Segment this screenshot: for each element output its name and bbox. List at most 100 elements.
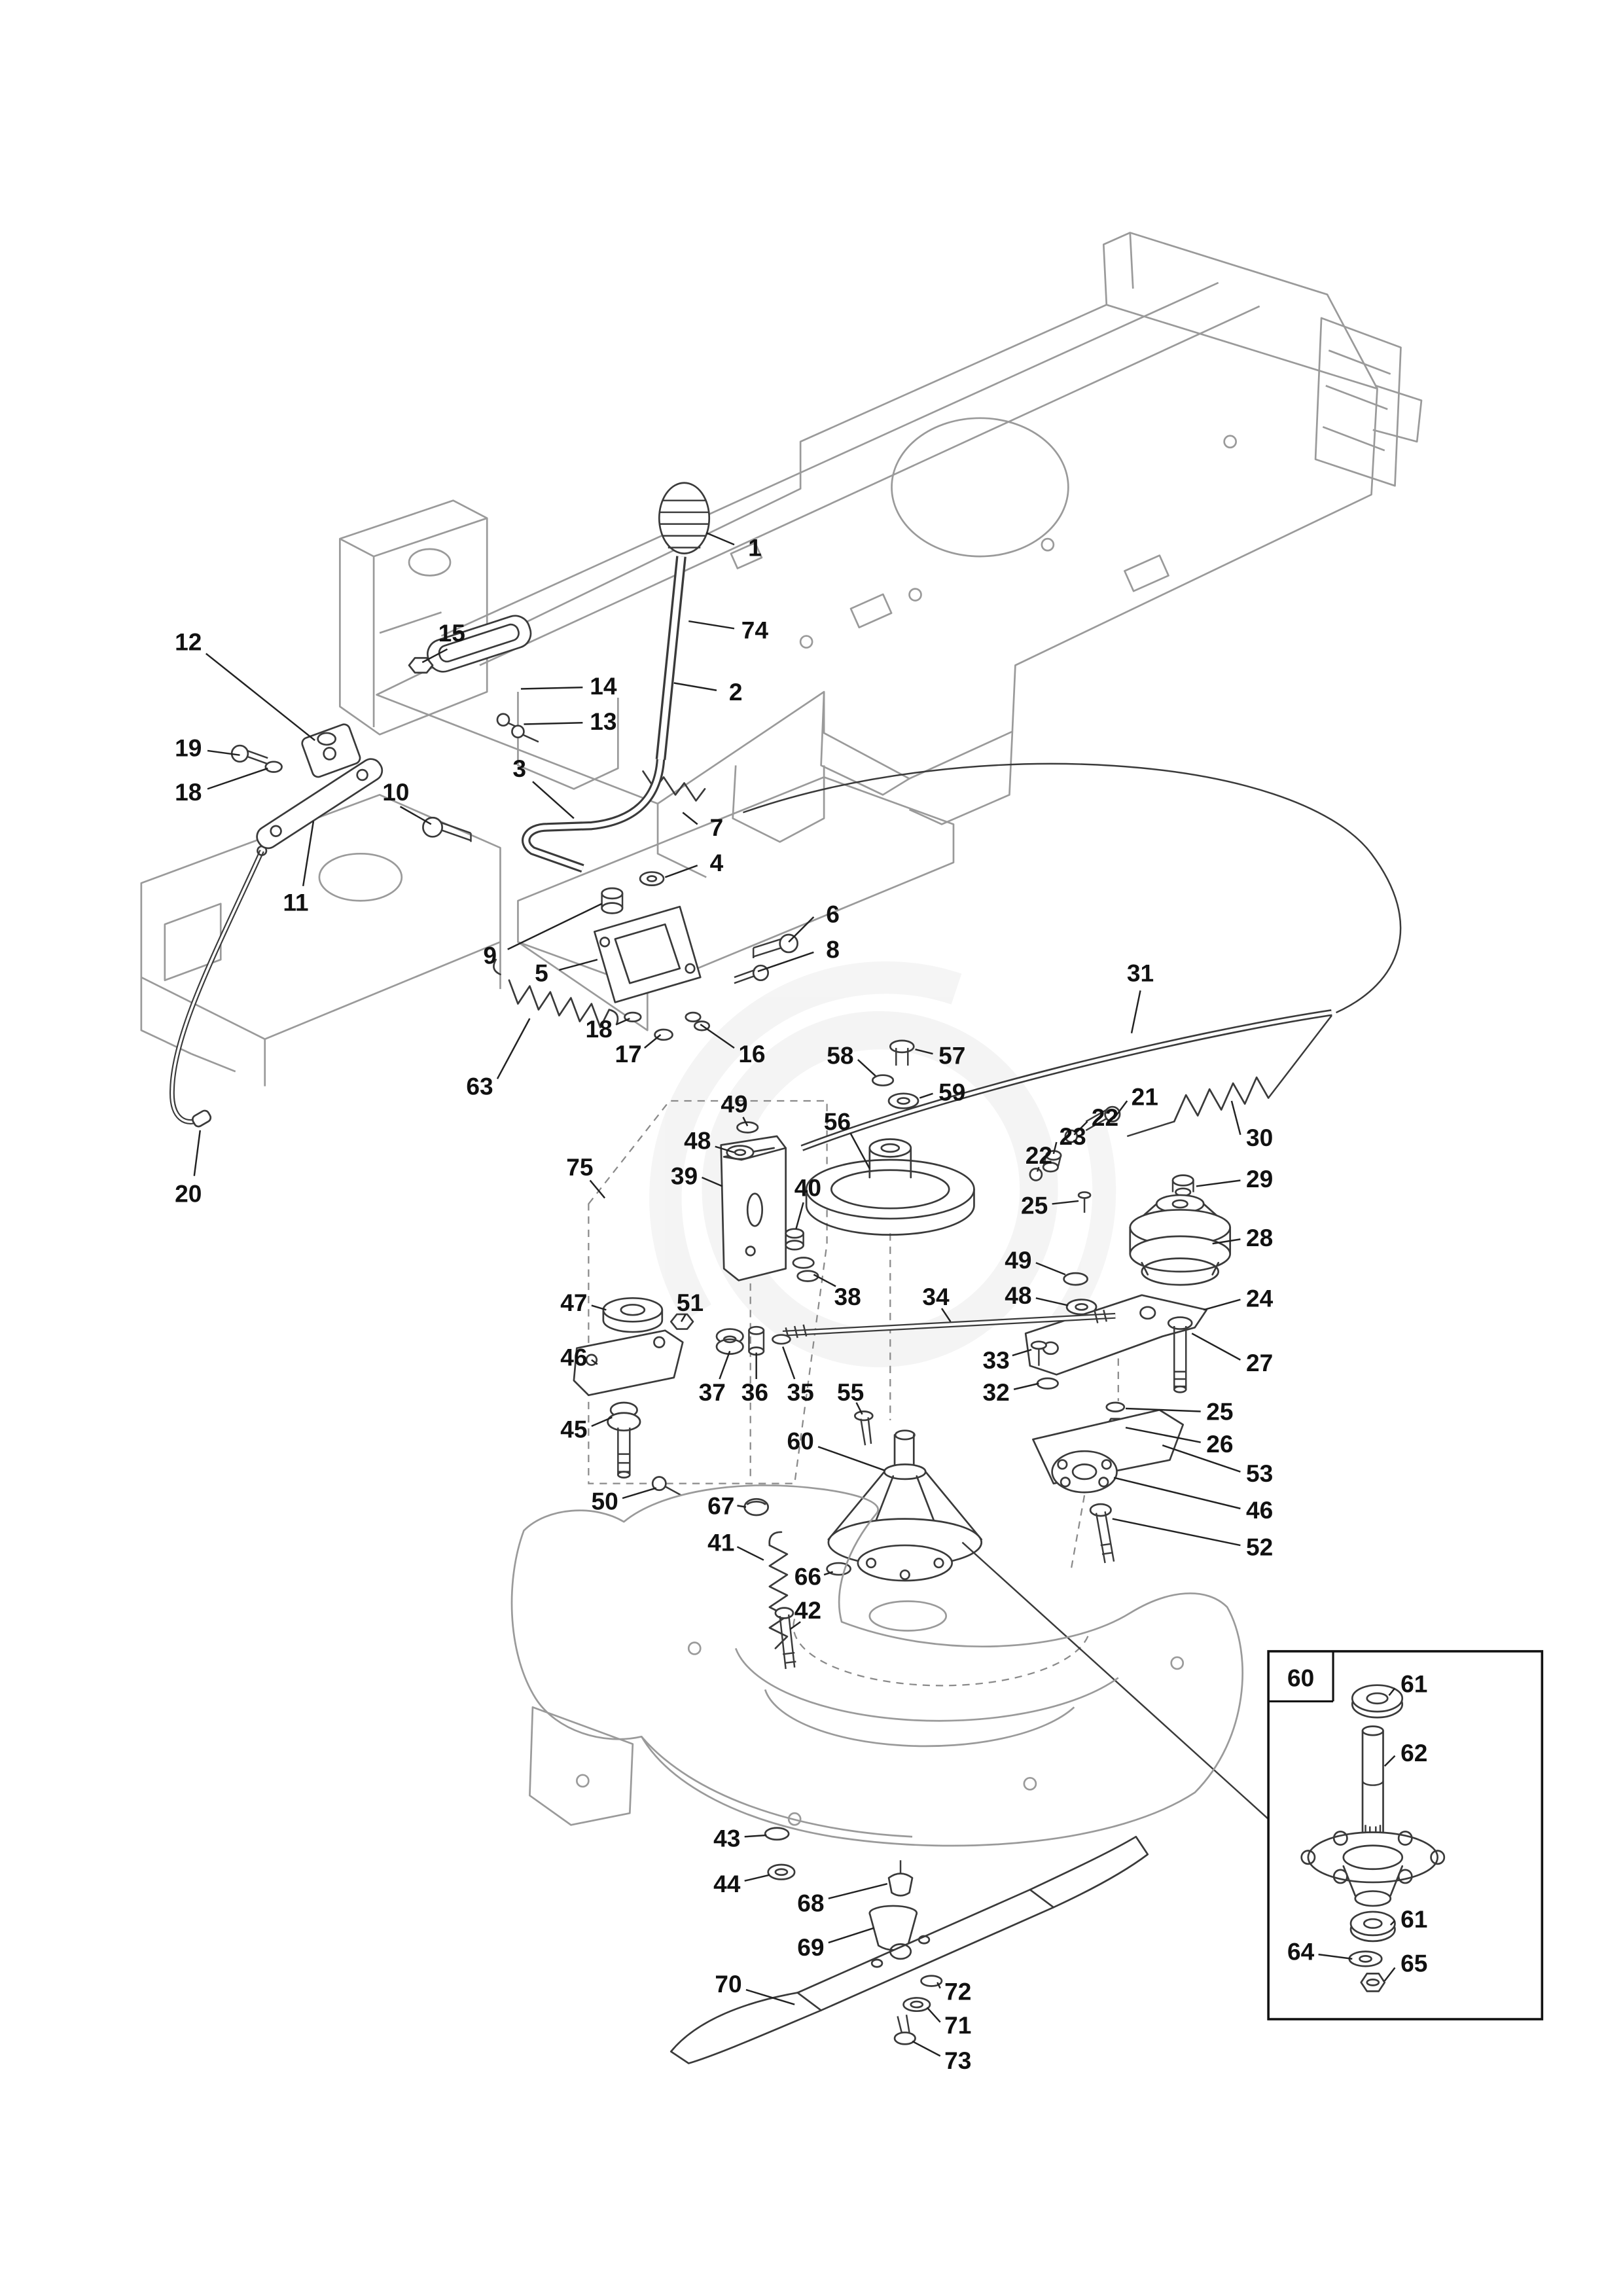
callout-leader-29-33 (1196, 1179, 1241, 1187)
callout-leader-24-43 (1203, 1299, 1241, 1311)
callout-leader-3-10 (532, 781, 575, 819)
callout-leader-65-81 (1383, 1967, 1396, 1982)
callout-leader-2-2 (673, 682, 717, 691)
callout-label-16-20: 16 (738, 1040, 765, 1067)
callout-label-25-34: 25 (1021, 1192, 1048, 1219)
callout-leader-28-35 (1212, 1238, 1241, 1245)
callout-leader-25-34 (1052, 1200, 1079, 1205)
cone-pulley-28 (1129, 1194, 1232, 1286)
callout-leader-49-36 (742, 1117, 749, 1126)
bracket-46a (573, 1329, 684, 1397)
callout-leader-14-4 (520, 687, 583, 690)
callout-leader-35-53 (781, 1346, 796, 1380)
callout-label-46-48: 46 (560, 1343, 587, 1371)
callout-leader-42-67 (789, 1621, 801, 1630)
cable-20-fitting (191, 1109, 212, 1128)
callout-label-58-25: 58 (827, 1041, 853, 1069)
callout-label-4-12: 4 (710, 849, 724, 876)
callout-label-7-11: 7 (710, 814, 724, 841)
callout-label-40-39: 40 (794, 1174, 821, 1202)
callout-leader-16-20 (700, 1024, 735, 1049)
callout-label-31-23: 31 (1127, 959, 1154, 986)
washer-17 (654, 1028, 673, 1041)
callout-leader-12-6 (205, 653, 315, 742)
bolt-55 (853, 1410, 874, 1446)
spindle-housing (1300, 1831, 1446, 1907)
callout-leader-30-32 (1230, 1100, 1241, 1136)
callout-label-46-63: 46 (1246, 1496, 1273, 1524)
callout-label-61-79: 61 (1400, 1905, 1427, 1933)
callout-leader-51-47 (680, 1314, 687, 1322)
screws-13 (496, 713, 539, 743)
callout-label-59-26: 59 (938, 1079, 965, 1106)
callout-label-43-68: 43 (713, 1824, 740, 1852)
callout-label-35-53: 35 (787, 1378, 814, 1406)
callout-label-38-44: 38 (834, 1283, 861, 1310)
callout-label-30-32: 30 (1246, 1124, 1273, 1151)
callout-leader-63-21 (496, 1018, 531, 1079)
spindle-cone-60 (827, 1463, 983, 1582)
callout-label-49-36: 49 (721, 1090, 747, 1118)
callout-label-13-5: 13 (590, 708, 616, 735)
spring-30 (1173, 1076, 1270, 1122)
assembly-75-dashed-outline (588, 1100, 828, 1484)
washer-4 (639, 871, 665, 887)
callout-leader-1-0 (705, 532, 735, 546)
washer-35 (772, 1334, 791, 1345)
callout-leader-7-11 (682, 812, 698, 825)
callout-label-17-19: 17 (615, 1040, 641, 1067)
callout-leader-41-64 (736, 1546, 764, 1561)
callout-label-41-64: 41 (707, 1529, 734, 1556)
callout-label-37-51: 37 (699, 1378, 726, 1406)
callout-leader-72-73 (936, 1982, 941, 1989)
callout-label-22-29: 22 (1092, 1103, 1118, 1131)
screw-25a (1077, 1191, 1092, 1213)
pulley-cluster (669, 1039, 1232, 1564)
callout-leader-6-16 (788, 916, 815, 943)
callout-leader-31-23 (1130, 990, 1141, 1033)
callout-label-63-21: 63 (466, 1073, 493, 1100)
washer-64 (1348, 1950, 1383, 1967)
bolt-21 (1085, 1105, 1121, 1132)
spindle-assembly-main (774, 1410, 1269, 1820)
callout-leader-67-62 (737, 1505, 747, 1508)
cables (169, 762, 1402, 1649)
callout-leader-66-66 (823, 1571, 833, 1576)
gear-lever-cluster (230, 482, 711, 873)
callout-leader-61-77 (1388, 1687, 1396, 1696)
callout-label-3-10: 3 (512, 755, 526, 782)
callout-label-19-7: 19 (175, 734, 202, 761)
washer-49b (1063, 1272, 1088, 1286)
callout-leader-33-49 (1012, 1348, 1032, 1357)
callout-label-45-58: 45 (560, 1415, 587, 1443)
callout-label-39-38: 39 (671, 1162, 698, 1190)
callout-label-24-43: 24 (1246, 1284, 1274, 1312)
callout-leader-69-71 (828, 1927, 874, 1944)
callout-leader-11-13 (302, 821, 315, 886)
belt-pulley-56 (805, 1138, 975, 1236)
callout-label-44-69: 44 (713, 1870, 741, 1897)
callout-label-10-9: 10 (382, 778, 409, 806)
callout-leader-47-46 (591, 1304, 607, 1311)
spacer-40 (785, 1228, 804, 1251)
callout-label-12-6: 12 (175, 628, 202, 656)
bolt-52 (1089, 1503, 1115, 1564)
bolt-6 (752, 933, 798, 958)
bolt-57 (889, 1039, 915, 1066)
bolt-8 (734, 964, 770, 984)
callout-label-65-81: 65 (1400, 1950, 1427, 1977)
roller-37 (715, 1328, 744, 1355)
idler-assembly-75 (573, 1121, 819, 1516)
callout-leader-62-78 (1383, 1755, 1396, 1767)
callout-leader-34-45 (940, 1308, 952, 1322)
callout-label-49-41: 49 (1005, 1246, 1031, 1274)
callout-leader-68-70 (828, 1883, 888, 1899)
gear-knob (658, 482, 711, 554)
spring-63 (508, 979, 611, 1028)
callout-leader-64-80 (1318, 1953, 1353, 1960)
callout-leader-58-25 (857, 1059, 876, 1077)
callout-leader-50-61 (622, 1487, 657, 1499)
bolt-27 (1167, 1316, 1193, 1393)
callout-label-29-33: 29 (1246, 1165, 1273, 1193)
